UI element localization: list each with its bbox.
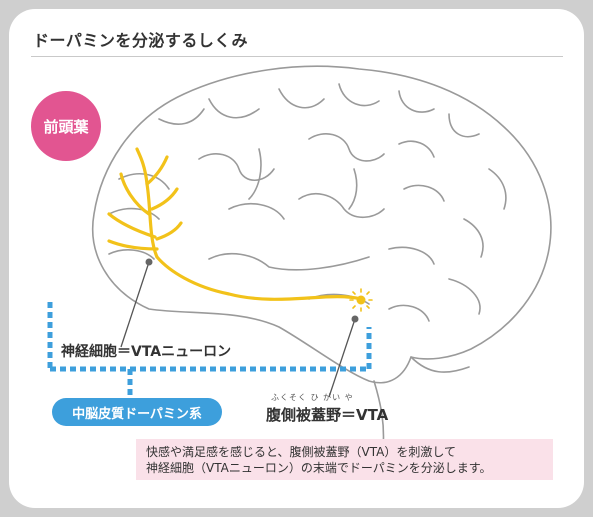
vta-ruby: ふくそく ひ がい や xyxy=(271,393,354,402)
system-bracket xyxy=(47,302,372,397)
figure-card: ドーパミンを分泌するしくみ xyxy=(9,9,584,508)
explanation-note: 快感や満足感を感じると、腹側被蓋野（VTA）を刺激して 神経細胞（VTAニューロ… xyxy=(136,439,553,480)
frontal-lobe-badge: 前頭葉 xyxy=(31,91,101,161)
brain-outline xyxy=(92,65,552,384)
vta-burst-icon xyxy=(349,288,373,312)
page-title: ドーパミンを分泌するしくみ xyxy=(33,31,248,50)
system-label-pill: 中脳皮質ドーパミン系 xyxy=(52,398,222,426)
pointer-lines xyxy=(120,258,359,398)
brain-illustration xyxy=(92,65,552,450)
cerebellum xyxy=(410,356,470,373)
vta-label: 腹側被蓋野＝VTA xyxy=(266,406,389,424)
brain-diagram xyxy=(47,65,552,450)
note-line-2: 神経細胞（VTAニューロン）の末端でドーパミンを分泌します。 xyxy=(146,461,492,475)
nerve-fiber xyxy=(107,147,363,301)
note-line-1: 快感や満足感を感じると、腹側被蓋野（VTA）を刺激して xyxy=(146,445,456,459)
title-divider xyxy=(31,56,563,57)
neuron-label: 神経細胞＝VTAニューロン xyxy=(61,344,232,360)
